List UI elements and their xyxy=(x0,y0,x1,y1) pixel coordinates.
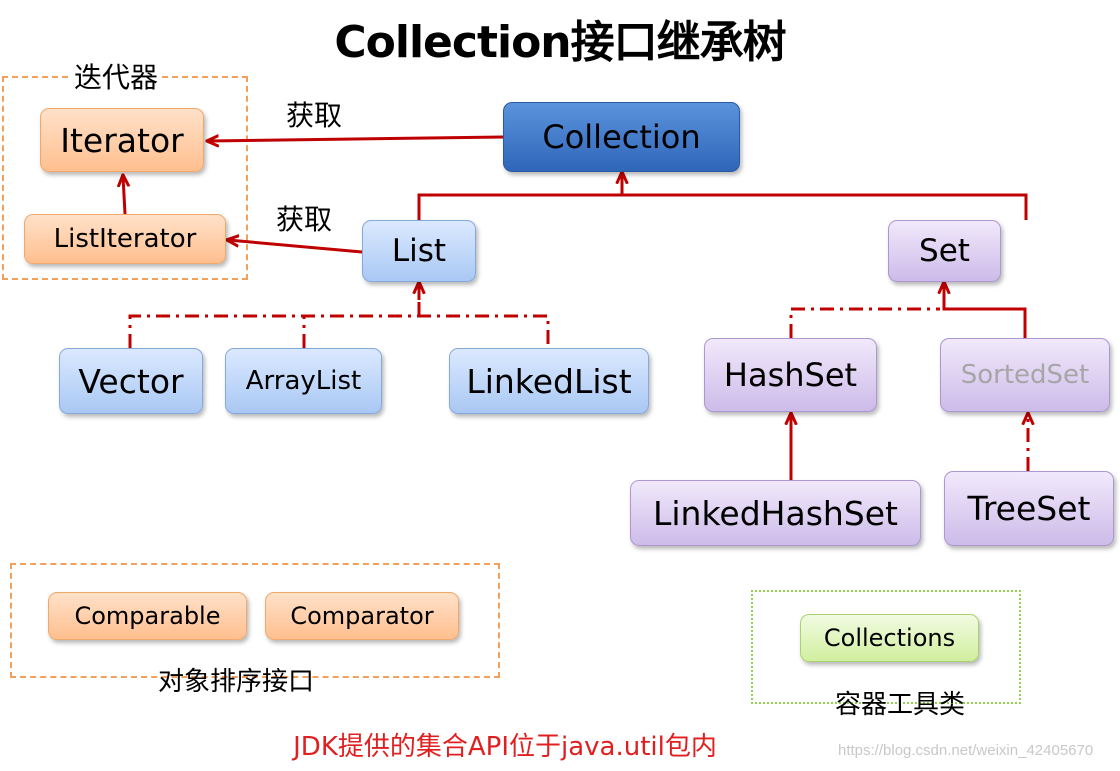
edge-lists-list xyxy=(128,284,550,348)
edge-listiterator-iterator xyxy=(123,176,125,215)
edge-list-listiterator xyxy=(228,240,363,254)
node-iterator: Iterator xyxy=(40,108,204,172)
node-collections: Collections xyxy=(800,614,979,662)
diagram-title: Collection接口继承树 xyxy=(334,17,786,68)
node-list: List xyxy=(362,220,476,282)
node-set: Set xyxy=(888,220,1001,282)
tools-group-label: 容器工具类 xyxy=(835,690,966,720)
node-list-iterator: ListIterator xyxy=(24,214,226,264)
sort-group-frame xyxy=(10,563,500,678)
node-array-list: ArrayList xyxy=(225,348,382,414)
edge-label-get-iterator: 获取 xyxy=(286,99,343,132)
iterator-group-label: 迭代器 xyxy=(72,56,161,96)
node-hash-set: HashSet xyxy=(704,338,877,412)
node-linked-list: LinkedList xyxy=(449,348,649,414)
node-vector: Vector xyxy=(59,348,203,414)
edge-sortedset-set xyxy=(942,284,1027,338)
footer-note: JDK提供的集合API位于java.util包内 xyxy=(293,732,717,762)
edge-collection-iterator xyxy=(208,137,504,141)
edge-label-get-listiterator: 获取 xyxy=(276,203,333,236)
edge-hashset-set xyxy=(789,307,940,338)
node-comparable: Comparable xyxy=(48,592,247,640)
node-sorted-set: SortedSet xyxy=(940,338,1110,412)
watermark-url: https://blog.csdn.net/weixin_42405670 xyxy=(838,742,1094,759)
edge-list-set-collection xyxy=(417,174,1028,220)
node-collection: Collection xyxy=(503,102,740,172)
sort-group-label: 对象排序接口 xyxy=(158,667,315,697)
node-tree-set: TreeSet xyxy=(944,471,1114,546)
node-linked-hash-set: LinkedHashSet xyxy=(630,480,921,546)
node-comparator: Comparator xyxy=(265,592,459,640)
tools-group-frame xyxy=(751,590,1021,704)
